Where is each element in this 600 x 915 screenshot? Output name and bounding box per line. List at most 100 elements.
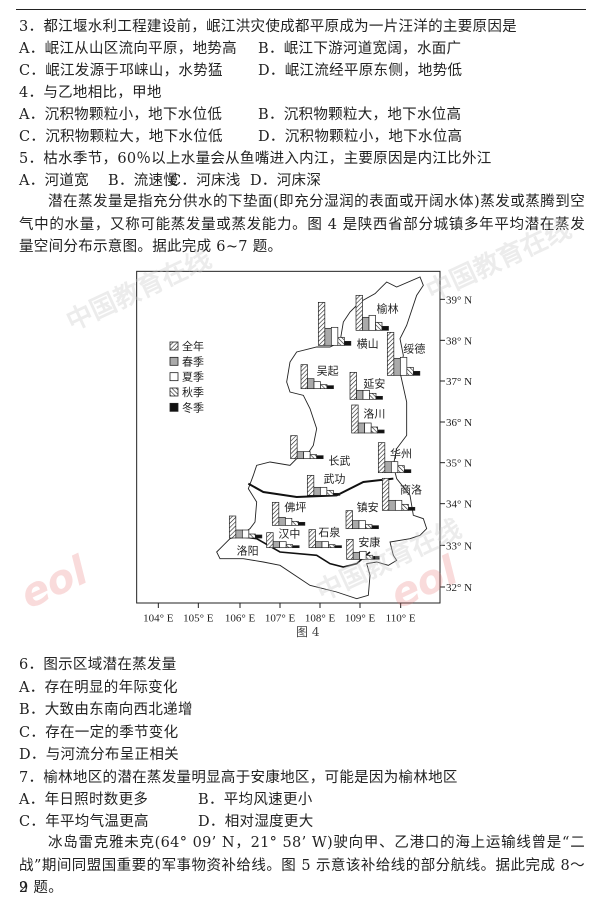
lat-label: 38° N <box>446 335 472 347</box>
q5-stem: 5．枯水季节，60％以上水量会从鱼嘴进入内江，主要原因是内江比外江 <box>19 151 492 167</box>
bar-annual <box>271 501 280 526</box>
bar-autumn <box>248 533 256 539</box>
legend-label: 全年 <box>182 339 204 353</box>
bar-annual <box>308 529 316 549</box>
figure-4-map: 39° N38° N37° N36° N35° N34° N33° N32° N… <box>136 270 472 622</box>
city-label: 长武 <box>328 454 350 467</box>
bar-winter <box>334 545 342 549</box>
lat-label: 34° N <box>446 499 472 511</box>
bar-autumn <box>370 426 379 434</box>
han-river <box>229 534 371 568</box>
legend-swatch <box>169 402 179 412</box>
q5-option-c: C．河床浅 <box>170 173 241 189</box>
q6-option-d: D．与河流分布呈正相关 <box>19 747 179 763</box>
city-bar-group-2: 绥德 <box>386 331 425 376</box>
bar-summer <box>399 356 408 376</box>
bar-autumn <box>375 321 383 331</box>
city-label: 石泉 <box>318 525 340 539</box>
lat-label: 33° N <box>446 540 472 552</box>
wei-river <box>247 477 394 499</box>
bar-autumn <box>285 544 294 549</box>
watermark-logo: eol <box>13 547 95 619</box>
header-rule <box>16 9 586 10</box>
bar-autumn <box>369 392 377 400</box>
city-bar-group-1: 榆林 <box>355 294 399 331</box>
q4-option-d: D．沉积物颗粒小，地下水位高 <box>258 129 463 145</box>
bar-summer <box>321 541 329 549</box>
bar-spring <box>362 316 370 331</box>
province-boundary <box>216 276 428 600</box>
bar-spring <box>296 451 305 460</box>
bar-annual <box>290 435 298 460</box>
bar-spring <box>272 541 281 549</box>
bar-annual <box>228 515 237 539</box>
q7-stem: 7．榆林地区的潜在蒸发量明显高于安康地区，可能是因为榆林地区 <box>19 770 458 786</box>
bar-winter <box>381 325 389 331</box>
city-bar-group-3: 吴起 <box>300 364 339 390</box>
bar-summer <box>279 541 287 549</box>
bar-annual <box>355 294 363 331</box>
bar-annual <box>266 532 274 549</box>
q6-option-c: C．存在一定的季节变化 <box>19 725 179 741</box>
city-label: 洛川 <box>363 407 385 421</box>
q3-stem: 3．都江堰水利工程建设前，岷江洪灾使成都平原成为一片汪洋的主要原因是 <box>19 19 517 35</box>
page-number: 2 <box>19 880 28 896</box>
legend-label: 春季 <box>182 355 204 368</box>
city-label: 横山 <box>357 337 379 351</box>
q4-option-b: B．沉积物颗粒大，地下水位高 <box>258 107 462 123</box>
bar-autumn <box>337 336 345 346</box>
q6-option-b: B．大致由东南向西北递增 <box>19 702 193 718</box>
bar-autumn <box>326 489 334 496</box>
bar-autumn <box>401 503 409 511</box>
bar-summer <box>362 389 370 400</box>
bar-spring <box>357 422 366 434</box>
q3-option-a: A．岷江从山区流向平原，地势高 <box>19 41 237 57</box>
lon-label: 105° E <box>183 612 214 622</box>
passage-supply-line: 冰岛雷克雅未克(64° 09’ N，21° 58’ W)驶向甲、乙港口的海上运输… <box>19 835 585 896</box>
bar-annual <box>346 538 354 560</box>
bar-summer <box>390 461 399 474</box>
bar-winter <box>292 545 300 549</box>
bar-annual <box>345 510 353 530</box>
city-label: 榆林 <box>377 302 399 316</box>
bar-summer <box>241 529 250 539</box>
bar-spring <box>235 529 243 539</box>
q3-option-c: C．岷江发源于邛崃山，水势猛 <box>19 63 223 79</box>
city-label: 佛坪 <box>284 501 306 514</box>
bar-annual <box>349 371 357 400</box>
bar-summer <box>364 422 372 434</box>
city-label: 吴起 <box>317 364 339 377</box>
bar-spring <box>324 327 332 346</box>
lat-label: 32° N <box>446 582 472 594</box>
q5-option-b: B．流速慢 <box>108 173 179 189</box>
bar-summer <box>394 499 403 511</box>
bar-spring <box>313 486 321 496</box>
bar-annual <box>381 477 390 511</box>
bar-winter <box>297 521 306 526</box>
bar-autumn <box>320 384 328 390</box>
bar-summer <box>303 451 311 460</box>
bar-spring <box>278 516 286 526</box>
map-frame <box>136 270 441 604</box>
bar-autumn <box>328 544 336 549</box>
passage-evaporation: 潜在蒸发量是指充分供水的下垫面(即充分湿润的表面或开阔水体)蒸发或蒸腾到空气中的… <box>19 194 585 255</box>
bar-spring <box>352 520 360 530</box>
bar-spring <box>307 378 315 390</box>
bar-winter <box>407 506 416 511</box>
legend-label: 冬季 <box>182 400 204 414</box>
bar-autumn <box>365 524 373 530</box>
city-label: 武功 <box>323 473 345 486</box>
q3-option-d: D．岷江流经平原东侧，地势低 <box>258 63 463 79</box>
bar-annual <box>300 364 308 390</box>
bar-summer <box>319 486 328 496</box>
bar-annual <box>386 331 395 376</box>
city-bar-group-4: 延安 <box>349 371 385 400</box>
city-bar-group-9: 商洛 <box>381 477 422 511</box>
q7-option-d: D．相对湿度更大 <box>198 814 314 830</box>
city-label: 安康 <box>358 535 380 549</box>
lon-label: 106° E <box>225 612 256 622</box>
bar-spring <box>388 499 396 511</box>
bar-winter <box>254 534 263 539</box>
lon-label: 109° E <box>345 612 376 622</box>
legend-swatch <box>169 341 179 351</box>
